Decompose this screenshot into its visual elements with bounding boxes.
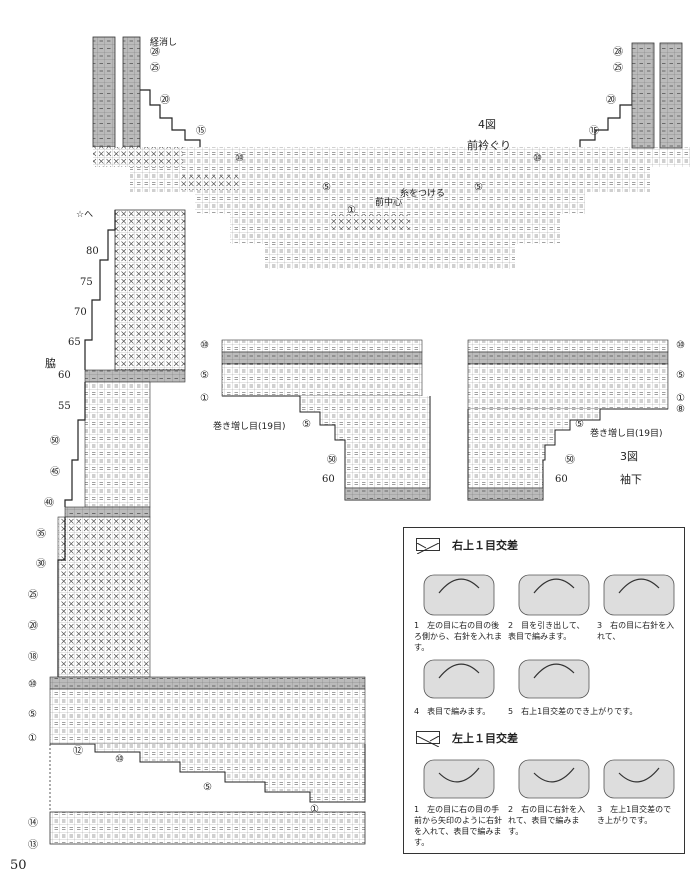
cast-on-note-right: 巻き増し目(19目) (590, 429, 663, 439)
row-marker: ⑩ (28, 679, 37, 690)
row-marker: ㉕ (613, 63, 623, 74)
right-cross-title: 右上１目交差 (452, 539, 518, 552)
left-step-2: 2 右の目に右針を入れて、表目で編みます。 (508, 805, 586, 836)
right-step-4: 4 表目で編みます。 (414, 707, 491, 716)
right-step-3: 3 右の目に右針を入れて、 (597, 621, 675, 641)
figure3-title: 袖下 (620, 473, 642, 486)
row-marker: ① (200, 393, 209, 404)
row-marker: ⑬ (28, 840, 38, 851)
row-marker: ⑳ (28, 621, 38, 632)
row-marker: ㊿ (565, 455, 575, 466)
figure4-title: 前衿ぐり (467, 139, 511, 152)
row-marker: ⑤ (302, 419, 311, 430)
row-marker: ㊵ (44, 498, 54, 509)
row-marker: 60 (322, 474, 335, 485)
right-cross-illustrations-2 (423, 659, 590, 699)
row-marker: ⑤ (203, 782, 212, 793)
row-marker: ⑤ (28, 709, 37, 720)
row-marker: ⑤ (575, 419, 584, 430)
row-marker: ⑩ (676, 340, 685, 351)
row-marker: ㊿ (50, 436, 60, 447)
row-marker: ⑳ (606, 95, 616, 106)
center-front-note: 前中心 (375, 198, 403, 208)
side-label: 脇 (45, 357, 56, 370)
row-marker: ⑤ (676, 370, 685, 381)
row-marker: ⑫ (73, 746, 83, 757)
row-marker: ㊺ (50, 467, 60, 478)
row-marker: 75 (80, 277, 93, 288)
row-marker: ① (28, 733, 37, 744)
left-step-3: 3 左上1目交差のでき上がりです。 (597, 805, 672, 825)
attach-yarn-note: 糸をつける (400, 189, 446, 199)
left-cross-symbol (416, 731, 440, 748)
right-step-5: 5 右上1目交差のでき上がりです。 (508, 707, 638, 716)
row-marker: ㉚ (36, 559, 46, 570)
body-chart (49, 209, 366, 845)
row-marker: ⑩ (115, 754, 124, 765)
row-marker: ⑤ (200, 370, 209, 381)
row-marker: ㉕ (28, 590, 38, 601)
to-star-note: ☆へ (76, 210, 94, 220)
row-marker: ㉟ (36, 529, 46, 540)
row-marker: ⑮ (196, 126, 206, 137)
figure3-label: 3図 (620, 450, 638, 463)
row-marker: ⑩ (200, 340, 209, 351)
right-step-1: 1 左の目に右の目の後ろ側から、右針を入れます。 (414, 621, 502, 652)
row-marker: ① (310, 804, 319, 815)
row-marker: ⑤ (474, 182, 483, 193)
row-marker: ⑩ (533, 153, 542, 164)
row-marker: ⑧ (676, 404, 685, 415)
row-marker: 65 (68, 337, 81, 348)
left-cross-illustrations (423, 759, 675, 799)
row-marker: ⑮ (589, 126, 599, 137)
row-marker: ⑭ (28, 818, 38, 829)
row-marker: ㊿ (327, 455, 337, 466)
row-marker: ⑤ (322, 182, 331, 193)
row-marker: 70 (74, 307, 87, 318)
sleeve-chart-left (221, 339, 431, 501)
left-step-1: 1 左の目に右の目の手前から矢印のように右針を入れて、表目で編みます。 (414, 805, 502, 847)
right-step-2: 2 目を引き出して、表目で編みます。 (508, 621, 585, 641)
cast-on-note-left: 巻き増し目(19目) (213, 422, 286, 432)
right-cross-symbol (416, 538, 440, 555)
right-cross-illustrations (423, 574, 675, 616)
neckline-chart (92, 36, 690, 269)
row-marker: ⑱ (28, 652, 38, 663)
row-marker: 60 (555, 474, 568, 485)
row-marker: ㉘ (150, 47, 160, 58)
row-marker: 55 (58, 401, 71, 412)
figure4-label: 4図 (478, 118, 496, 131)
page-number: 50 (10, 858, 27, 873)
sleeve-chart-right (467, 339, 669, 501)
row-marker: ⑩ (235, 153, 244, 164)
row-marker: 80 (86, 246, 99, 257)
row-marker: 60 (58, 370, 71, 381)
row-marker: ① (676, 393, 685, 404)
row-marker: ㉕ (150, 63, 160, 74)
bind-off-note: 経消し (150, 38, 178, 48)
left-cross-title: 左上１目交差 (452, 732, 518, 745)
row-marker: ⑳ (160, 95, 170, 106)
row-marker: ① (347, 205, 356, 216)
cross-stitch-legend: 右上１目交差 1 左の目に右の目の後ろ側から、右針を入れます。 2 目を引き出し… (403, 527, 685, 854)
row-marker: ㉘ (613, 47, 623, 58)
